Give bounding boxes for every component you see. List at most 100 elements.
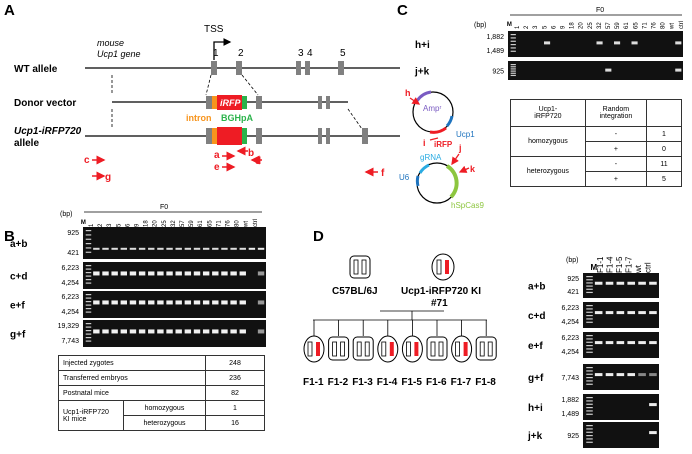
donor-irfp-label: iRFP	[220, 98, 241, 108]
gel-band	[93, 247, 100, 250]
table-cell: 11	[646, 156, 682, 172]
gel-band	[193, 300, 201, 305]
table-cell: Injected zygotes	[58, 355, 206, 371]
gel-band	[605, 281, 614, 285]
lane-label: 9	[135, 223, 141, 227]
ki-exon-3	[318, 128, 322, 144]
table-header: Ucp1- iRFP720	[510, 99, 586, 127]
plasmid-cas9: gRNA U6 hSpCas9 j k	[399, 143, 484, 210]
lane-label: 76	[652, 22, 658, 29]
gel-band	[221, 247, 228, 250]
gel-image	[583, 273, 659, 298]
f1-chromosome-pair	[328, 336, 350, 361]
gel-band	[257, 329, 265, 334]
gel-image	[508, 61, 683, 80]
pcr-label: h+i	[528, 403, 543, 414]
lane-label: 2	[524, 25, 530, 29]
ladder-band	[85, 275, 92, 277]
gel-band	[605, 341, 614, 345]
gel-band	[193, 271, 201, 276]
gel-band	[221, 271, 228, 276]
ki-intron	[212, 128, 217, 144]
exon-number-4: 4	[307, 48, 313, 59]
lane-label: 59	[615, 22, 621, 29]
table-row: heterozygous-11	[510, 156, 682, 187]
ladder-band	[586, 311, 593, 313]
gel-band	[175, 300, 182, 305]
gel-band	[649, 373, 657, 377]
lane-label: F1-1	[596, 256, 605, 273]
size-marker-label: 4,254	[61, 309, 79, 316]
gel-band	[166, 300, 173, 305]
table-cell: 236	[205, 370, 265, 386]
gel-image	[83, 320, 266, 347]
row-label-ki-1: Ucp1-iRFP720	[14, 126, 82, 137]
lane-label: 61	[624, 22, 630, 29]
gel-image	[83, 262, 266, 289]
irfp-plasmid-label: iRFP	[434, 140, 453, 149]
gel-band	[129, 271, 137, 276]
wt-exon-2	[236, 61, 242, 75]
gel-band	[212, 247, 219, 250]
ladder-band	[586, 367, 593, 369]
chromosome	[487, 341, 493, 357]
cas9-label: hSpCas9	[451, 201, 484, 210]
ki-exon-5	[362, 128, 368, 144]
tss-label: TSS	[204, 24, 224, 35]
primer-k: k	[470, 164, 476, 174]
gel-band	[221, 300, 228, 305]
gel-band	[202, 271, 210, 276]
lane-label: M	[507, 22, 512, 28]
lane-label: 65	[207, 220, 213, 227]
ladder-band	[510, 68, 516, 70]
pcr-label: c+d	[528, 311, 546, 322]
f1-label: F1-5	[401, 377, 422, 388]
gel-band	[212, 300, 219, 305]
gel-band	[175, 271, 182, 276]
ladder-band	[510, 74, 516, 77]
chromosome	[463, 342, 468, 356]
gel-band	[544, 41, 551, 45]
ladder-band	[586, 285, 593, 287]
lane-label: 5	[542, 25, 548, 29]
ki-exon-2	[256, 128, 262, 144]
gel-band	[638, 373, 646, 377]
gel-band	[138, 247, 146, 250]
table-cell: +	[584, 141, 648, 157]
gel-band	[138, 271, 146, 276]
pcr-label: h+i	[415, 40, 430, 51]
primer-j: j	[458, 143, 462, 153]
bghpa-label: BGHpA	[221, 113, 253, 123]
table-cell: -	[584, 126, 648, 142]
gel-band	[605, 68, 612, 72]
gel-band	[111, 247, 118, 250]
row-label-ki-2: allele	[14, 138, 39, 149]
ladder-band	[85, 323, 92, 325]
ladder-band	[586, 308, 593, 310]
gel-band	[638, 311, 646, 315]
chromosome	[381, 341, 387, 357]
table-cell: homozygous	[510, 126, 586, 157]
size-marker-label: 4,254	[561, 349, 579, 356]
size-marker-label: 421	[67, 250, 79, 257]
primer-g: g	[105, 172, 111, 183]
gel-band	[627, 341, 636, 345]
ladder-band	[85, 279, 92, 281]
gel-band	[148, 329, 155, 334]
lane-label: 76	[226, 220, 232, 227]
lane-label: 20	[579, 22, 585, 29]
amp-label: Ampʳ	[423, 104, 441, 113]
table-cell: 0	[646, 141, 682, 157]
gel-band	[166, 247, 173, 250]
dash-5	[347, 108, 363, 130]
lane-label: 1	[89, 223, 95, 227]
gel-band	[93, 271, 100, 276]
plasmid-donor: Ampʳ Ucp1 iRFP h i	[405, 88, 475, 149]
chromosome	[430, 341, 436, 357]
size-marker-label: 6,223	[61, 294, 79, 301]
lane-label: F1-7	[625, 256, 634, 273]
gel-band	[638, 281, 646, 285]
